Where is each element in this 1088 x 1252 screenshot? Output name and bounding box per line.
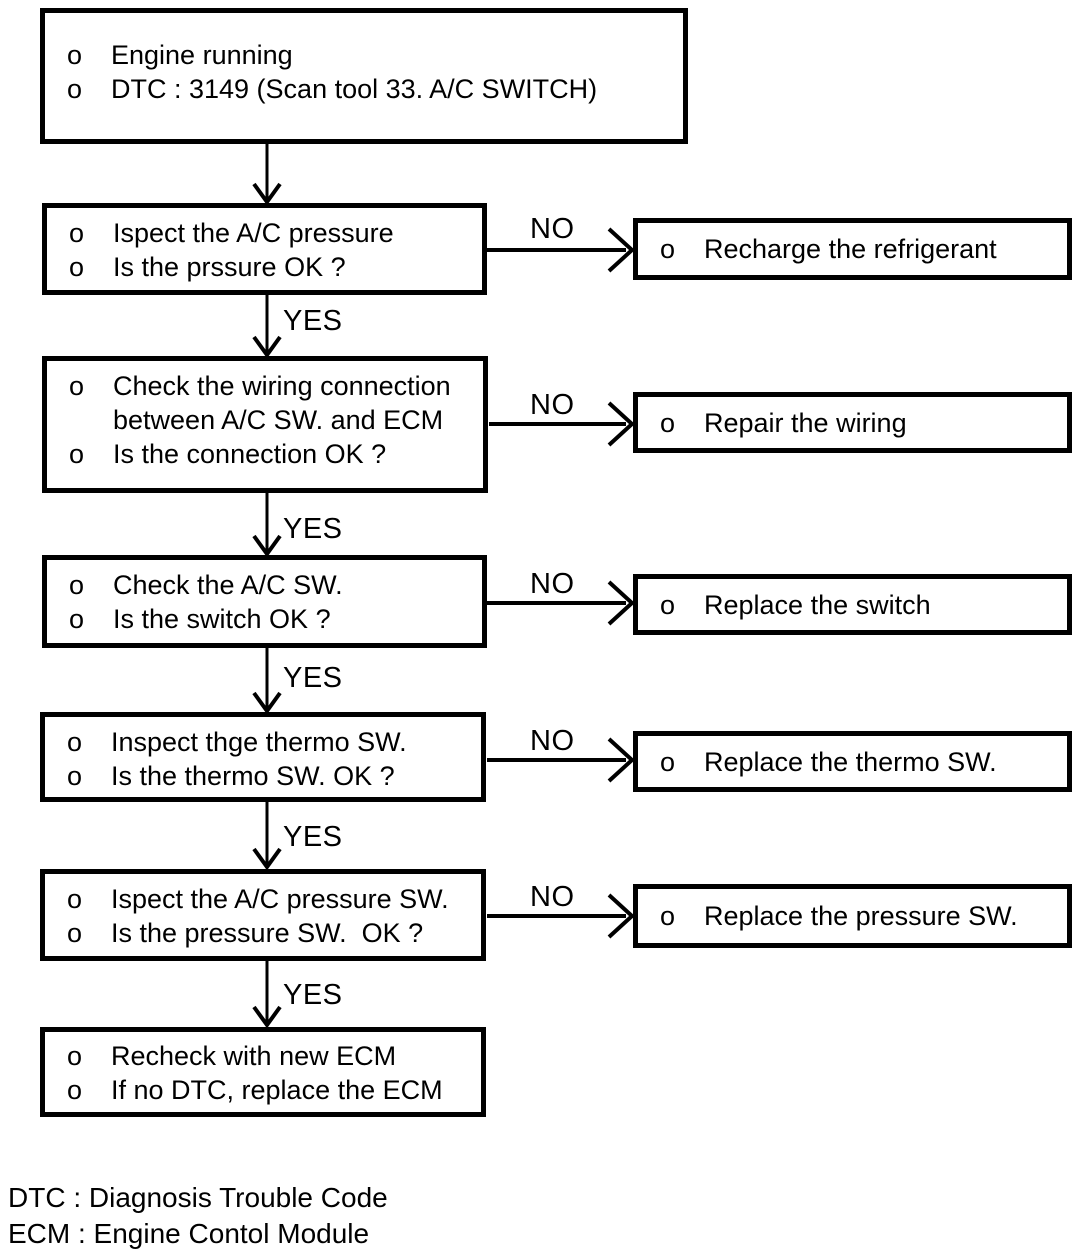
box-text: Repair the wiring (704, 407, 907, 438)
flow-box-start: o Engine running o DTC : 3149 (Scan tool… (40, 8, 688, 144)
box-text: Is the prssure OK ? (113, 252, 346, 282)
bullet-item: o Is the connection OK ? (69, 437, 479, 471)
box-text: Is the switch OK ? (113, 604, 331, 634)
flow-box-check-wiring: o Check the wiring connection between A/… (42, 356, 488, 493)
no-label: NO (530, 213, 575, 245)
bullet-icon: o (660, 234, 676, 264)
box-text: Replace the thermo SW. (704, 746, 997, 777)
action-box-replace-switch: o Replace the switch (633, 574, 1072, 635)
bullet-item: o Replace the pressure SW. (660, 899, 1063, 933)
bullet-item: o Check the A/C SW. (69, 568, 478, 602)
flow-box-check-ac-switch: o Check the A/C SW. o Is the switch OK ? (42, 555, 487, 648)
bullet-item: o Inspect thge thermo SW. (67, 725, 477, 759)
box-text: Engine running (111, 40, 293, 70)
bullet-icon: o (67, 1041, 83, 1071)
bullet-icon: o (660, 746, 676, 777)
down-arrowhead-icons (252, 182, 282, 1029)
bullet-icon: o (67, 761, 83, 791)
yes-label: YES (283, 513, 343, 545)
bullet-item: o Recheck with new ECM (67, 1039, 477, 1073)
yes-label: YES (283, 821, 343, 853)
box-text: Inspect thge thermo SW. (111, 727, 407, 757)
bullet-item: o Engine running (67, 38, 679, 72)
bullet-icon: o (67, 884, 83, 914)
box-text: If no DTC, replace the ECM (111, 1075, 443, 1105)
right-arrowhead-icons (607, 227, 635, 939)
action-box-recharge-refrigerant: o Recharge the refrigerant (633, 218, 1072, 280)
yes-label: YES (283, 305, 343, 337)
bullet-item: o DTC : 3149 (Scan tool 33. A/C SWITCH) (67, 72, 679, 106)
no-label: NO (530, 389, 575, 421)
bullet-item: o Check the wiring connection between A/… (69, 369, 479, 437)
flow-box-inspect-ac-pressure: o Ispect the A/C pressure o Is the prssu… (42, 203, 487, 295)
bullet-item: o Ispect the A/C pressure SW. (67, 882, 477, 916)
box-text: Check the wiring connection between A/C … (113, 371, 459, 435)
bullet-icon: o (69, 439, 85, 469)
action-box-replace-thermo-switch: o Replace the thermo SW. (633, 731, 1072, 792)
bullet-icon: o (67, 40, 83, 70)
box-text: Is the connection OK ? (113, 439, 387, 469)
bullet-item: o Is the thermo SW. OK ? (67, 759, 477, 793)
box-text: Ispect the A/C pressure (113, 218, 394, 248)
bullet-icon: o (69, 371, 85, 401)
bullet-icon: o (660, 407, 676, 438)
bullet-icon: o (69, 570, 85, 600)
bullet-item: o Ispect the A/C pressure (69, 216, 478, 250)
no-label: NO (530, 725, 575, 757)
box-text: Is the pressure SW. OK ? (111, 918, 424, 948)
legend-ecm: ECM : Engine Contol Module (8, 1218, 370, 1249)
bullet-icon: o (69, 604, 85, 634)
flow-box-inspect-pressure-switch: o Ispect the A/C pressure SW. o Is the p… (40, 869, 486, 961)
yes-label: YES (283, 979, 343, 1011)
flow-box-inspect-thermo-switch: o Inspect thge thermo SW. o Is the therm… (40, 712, 486, 802)
no-arrow-lines (487, 248, 626, 918)
bullet-item: o Repair the wiring (660, 406, 1063, 440)
bullet-icon: o (67, 727, 83, 757)
bullet-icon: o (69, 252, 85, 282)
bullet-item: o Replace the thermo SW. (660, 745, 1063, 779)
bullet-item: o Recharge the refrigerant (660, 232, 1063, 266)
box-text: Recheck with new ECM (111, 1041, 397, 1071)
bullet-item: o Is the prssure OK ? (69, 250, 478, 284)
no-label: NO (530, 568, 575, 600)
bullet-item: o If no DTC, replace the ECM (67, 1073, 477, 1107)
bullet-item: o Is the pressure SW. OK ? (67, 916, 477, 950)
bullet-item: o Is the switch OK ? (69, 602, 478, 636)
bullet-icon: o (67, 918, 83, 948)
no-label: NO (530, 881, 575, 913)
legend-dtc: DTC : Diagnosis Trouble Code (8, 1182, 388, 1213)
action-box-replace-pressure-switch: o Replace the pressure SW. (633, 884, 1072, 948)
box-text: DTC : 3149 (Scan tool 33. A/C SWITCH) (111, 74, 598, 104)
box-text: Check the A/C SW. (113, 570, 343, 600)
bullet-icon: o (69, 218, 85, 248)
box-text: Replace the pressure SW. (704, 901, 1018, 931)
box-text: Is the thermo SW. OK ? (111, 761, 395, 791)
box-text: Recharge the refrigerant (704, 234, 997, 264)
action-box-repair-wiring: o Repair the wiring (633, 392, 1072, 453)
bullet-icon: o (660, 589, 676, 620)
yes-label: YES (283, 662, 343, 694)
flow-box-recheck-ecm: o Recheck with new ECM o If no DTC, repl… (40, 1027, 486, 1117)
bullet-icon: o (660, 901, 676, 931)
bullet-icon: o (67, 74, 83, 104)
box-text: Ispect the A/C pressure SW. (111, 884, 449, 914)
box-text: Replace the switch (704, 589, 931, 620)
bullet-item: o Replace the switch (660, 588, 1063, 622)
bullet-icon: o (67, 1075, 83, 1105)
